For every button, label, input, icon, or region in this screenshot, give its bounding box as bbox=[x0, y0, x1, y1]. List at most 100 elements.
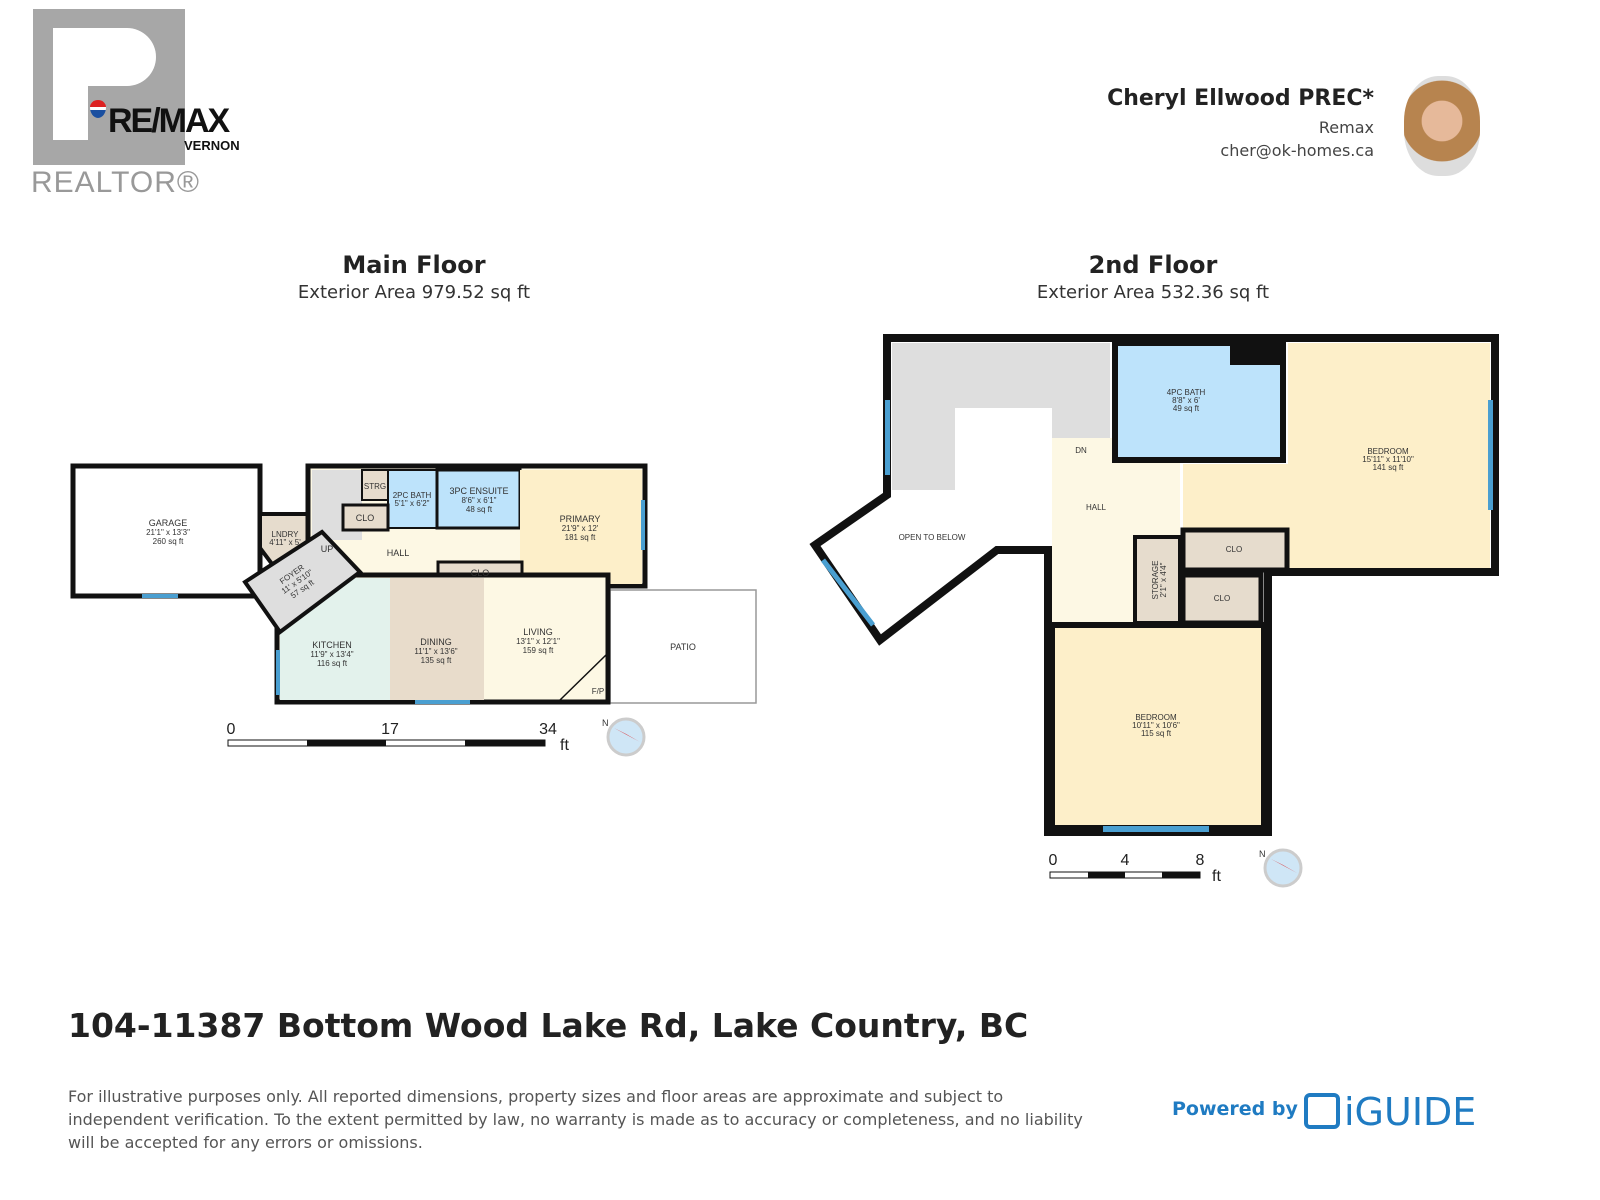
realtor-logo-r-bowl bbox=[88, 28, 156, 86]
second-floor-title: 2nd Floor bbox=[1088, 251, 1218, 279]
room-label: 8'8" x 6' bbox=[1172, 396, 1200, 405]
room-label: 11'9" x 13'4" bbox=[310, 650, 353, 659]
window bbox=[1488, 400, 1493, 510]
room-label: F/P bbox=[592, 687, 604, 696]
room-bedroom bbox=[1183, 343, 1490, 568]
room-strg bbox=[361, 469, 389, 501]
room-label: BEDROOM bbox=[1135, 713, 1177, 722]
stairs-down bbox=[892, 343, 1110, 490]
window bbox=[276, 650, 280, 695]
closet bbox=[341, 503, 390, 532]
room-label: 260 sq ft bbox=[153, 537, 184, 546]
realtor-wordmark: REALTOR® bbox=[31, 166, 201, 199]
closet bbox=[1180, 527, 1290, 573]
room-label: STORAGE bbox=[1151, 561, 1160, 600]
room-label: DN bbox=[1075, 446, 1087, 455]
room-label: 21'1" x 13'3" bbox=[146, 528, 190, 537]
room-label: CLO bbox=[356, 513, 375, 523]
room-label: 3PC ENSUITE bbox=[449, 486, 508, 496]
disclaimer: For illustrative purposes only. All repo… bbox=[68, 1087, 1083, 1152]
room-label: 2'1" x 4'4" bbox=[1159, 562, 1168, 597]
room-label: PATIO bbox=[670, 642, 696, 652]
room-label: LNDRY bbox=[272, 530, 300, 539]
agent-name: Cheryl Ellwood PREC* bbox=[1107, 86, 1374, 111]
window bbox=[641, 500, 645, 550]
room-primary bbox=[520, 470, 642, 584]
room-label: 0 bbox=[1049, 852, 1058, 869]
patio bbox=[609, 589, 757, 704]
room-dining bbox=[390, 578, 484, 700]
compass-icon: N bbox=[602, 717, 646, 757]
window bbox=[1103, 826, 1209, 832]
room-bedroom bbox=[1049, 622, 1267, 831]
room-label: 2PC BATH bbox=[393, 491, 432, 500]
room-label: 34 bbox=[539, 721, 557, 738]
second-floor-plan: 4PC BATH 8'8" x 6' 49 sq ft BEDROOM 15'1… bbox=[809, 334, 1499, 888]
room-label: CLO bbox=[1214, 594, 1230, 603]
iguide-logo[interactable]: iGUIDE bbox=[1304, 1090, 1476, 1134]
iguide-wordmark: iGUIDE bbox=[1344, 1090, 1477, 1134]
room-label: BEDROOM bbox=[1367, 447, 1409, 456]
window bbox=[821, 558, 875, 627]
second-scale-bar: 0 4 8 ft bbox=[1049, 852, 1222, 885]
room-label: 15'11" x 11'10" bbox=[1362, 455, 1414, 464]
main-scale-bar: 0 17 34 ft bbox=[227, 721, 570, 754]
room-label: HALL bbox=[1086, 503, 1107, 512]
room-label: 181 sq ft bbox=[565, 533, 596, 542]
room-label: ft bbox=[560, 737, 569, 754]
iguide-icon bbox=[1304, 1093, 1340, 1129]
room-3pc-ensuite bbox=[435, 468, 522, 530]
main-floor-title: Main Floor bbox=[342, 251, 486, 279]
room-label: STRG bbox=[364, 482, 386, 491]
room-label: OPEN TO BELOW bbox=[899, 533, 966, 542]
room-label: 116 sq ft bbox=[317, 659, 348, 668]
room-label: 159 sq ft bbox=[523, 646, 554, 655]
room-label: 13'1" x 12'1" bbox=[516, 637, 560, 646]
room-label: GARAGE bbox=[149, 518, 188, 528]
room-label: 8 bbox=[1196, 852, 1205, 869]
floor-plans: GARAGE 21'1" x 13'3" 260 sq ft LNDRY 4'1… bbox=[70, 334, 1499, 888]
main-floor-area: Exterior Area 979.52 sq ft bbox=[297, 282, 531, 303]
room-label: LIVING bbox=[523, 627, 553, 637]
room-2pc-bath bbox=[387, 469, 438, 529]
window bbox=[885, 400, 890, 475]
room-label: 5'1" x 6'2" bbox=[395, 499, 430, 508]
room-label: 21'9" x 12' bbox=[562, 524, 599, 533]
svg-text:N: N bbox=[602, 718, 609, 728]
room-label: DINING bbox=[420, 637, 452, 647]
fireplace bbox=[559, 654, 607, 701]
agent-avatar bbox=[1404, 76, 1480, 176]
room-label: ft bbox=[1212, 868, 1221, 885]
realtor-logo-r bbox=[53, 28, 88, 140]
remax-office: VERNON bbox=[184, 138, 240, 153]
room-label: 4'11" x 5' bbox=[269, 538, 301, 547]
room-label: 8'6" x 6'1" bbox=[462, 496, 497, 505]
room-label: 49 sq ft bbox=[1173, 404, 1200, 413]
compass-icon: N bbox=[1259, 848, 1303, 888]
powered-by-label: Powered by bbox=[1172, 1098, 1298, 1120]
room-label: 135 sq ft bbox=[421, 656, 452, 665]
window bbox=[415, 700, 470, 704]
room-label: HALL bbox=[387, 548, 410, 558]
agent-company: Remax bbox=[1318, 118, 1374, 137]
room-label: 141 sq ft bbox=[1373, 463, 1404, 472]
room-label: CLO bbox=[1226, 545, 1242, 554]
room-label: UP bbox=[321, 544, 334, 554]
agent-email[interactable]: cher@ok-homes.ca bbox=[1220, 141, 1374, 160]
closet bbox=[1180, 572, 1264, 626]
room-label: 4 bbox=[1121, 852, 1130, 869]
main-floor-plan: GARAGE 21'1" x 13'3" 260 sq ft LNDRY 4'1… bbox=[70, 463, 757, 757]
remax-logo: RE/MAX bbox=[108, 102, 230, 140]
property-address: 104-11387 Bottom Wood Lake Rd, Lake Coun… bbox=[68, 1006, 1029, 1045]
room-label: 4PC BATH bbox=[1167, 388, 1206, 397]
room-label: CLO bbox=[471, 568, 490, 578]
room-label: 11'1" x 13'6" bbox=[414, 647, 457, 656]
room-label: KITCHEN bbox=[312, 640, 352, 650]
room-label: 48 sq ft bbox=[466, 505, 493, 514]
room-label: 17 bbox=[381, 721, 399, 738]
room-label: 10'11" x 10'6" bbox=[1132, 721, 1180, 730]
room-label: 115 sq ft bbox=[1141, 729, 1172, 738]
room-label: 0 bbox=[227, 721, 236, 738]
remax-balloon-icon bbox=[90, 100, 106, 118]
window bbox=[142, 594, 178, 598]
